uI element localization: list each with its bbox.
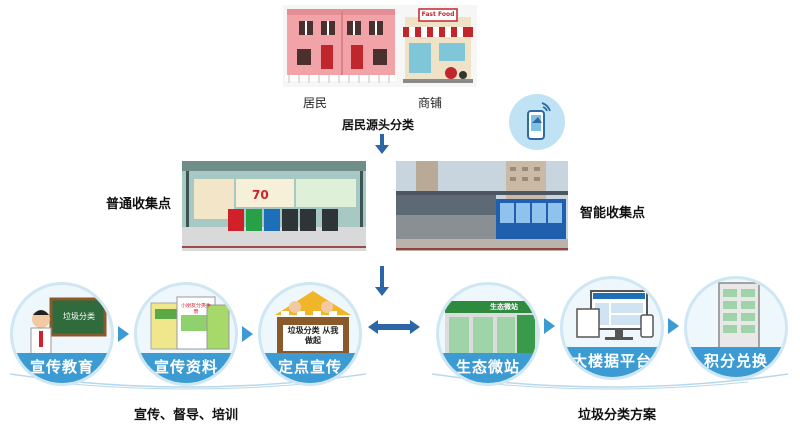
- left-group-caption: 宣传、督导、培训: [134, 408, 239, 423]
- circle-education: 垃圾分类 宣传教育: [10, 282, 114, 386]
- resident-label: 居民: [303, 96, 328, 110]
- arrow-down-2: [375, 266, 389, 296]
- shop-illustration: Fast Food: [399, 5, 477, 87]
- point-promotion-label: 定点宣传: [277, 358, 342, 376]
- shop-label: 商铺: [418, 96, 443, 110]
- normal-collection-label: 普通收集点: [106, 197, 172, 212]
- circle-point-promotion: 垃圾分类 从我做起 定点宣传: [258, 282, 362, 386]
- chevron-right-icon: [118, 326, 129, 342]
- circle-materials: 小朋友分类手册 宣传资料: [134, 282, 238, 386]
- double-arrow-icon: [368, 319, 420, 334]
- source-sorting-label: 居民源头分类: [342, 118, 415, 132]
- normal-collection-photo: 70: [182, 161, 366, 251]
- smart-collection-label: 智能收集点: [580, 206, 646, 221]
- data-platform-label: 大楼据平台: [571, 352, 652, 370]
- circle-eco-station: 生态微站 生态微站: [436, 282, 540, 386]
- circle-points-exchange: 积分兑换: [684, 276, 788, 380]
- points-exchange-label: 积分兑换: [703, 352, 768, 370]
- right-group-caption: 垃圾分类方案: [578, 408, 657, 423]
- smart-collection-photo: [396, 161, 568, 251]
- chalkboard-text: 垃圾分类: [63, 312, 95, 321]
- shop-sign: Fast Food: [421, 11, 455, 18]
- house-illustration: [283, 5, 399, 87]
- booklet-title: 小朋友分类手册: [180, 303, 211, 315]
- phone-app-icon: [508, 93, 566, 151]
- chevron-right-icon: [242, 326, 253, 342]
- svg-text:70: 70: [252, 188, 269, 202]
- materials-label: 宣传资料: [153, 358, 218, 376]
- education-label: 宣传教育: [29, 358, 94, 376]
- arrow-down-1: [375, 134, 389, 154]
- eco-station-label: 生态微站: [455, 358, 520, 376]
- store-sign: 生态微站: [490, 303, 518, 311]
- chevron-right-icon: [544, 318, 555, 334]
- chevron-right-icon: [668, 318, 679, 334]
- circle-data-platform: 大楼据平台: [560, 276, 664, 380]
- stall-sign: 垃圾分类 从我做起: [287, 326, 339, 345]
